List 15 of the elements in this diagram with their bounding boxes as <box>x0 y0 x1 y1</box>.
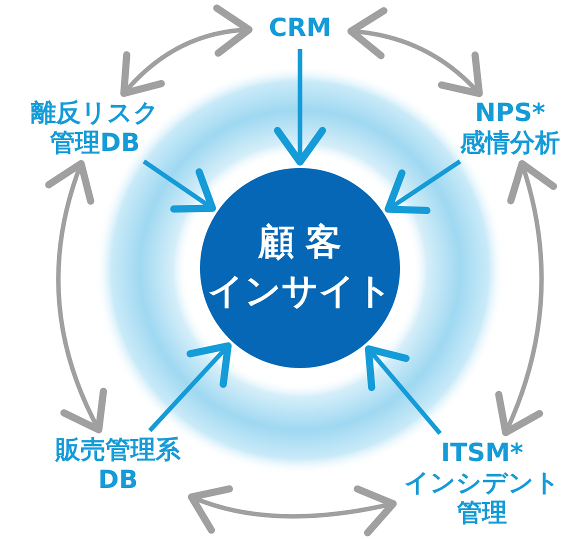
arrow <box>274 49 326 166</box>
double-arrow <box>494 160 556 436</box>
source-label: NPS* 感情分析 <box>445 98 575 158</box>
double-arrow <box>46 160 108 434</box>
double-arrow <box>347 8 483 98</box>
arrow <box>142 160 216 213</box>
source-label: 販売管理系DB <box>50 435 186 495</box>
arrow <box>384 159 462 214</box>
source-label: 離反リスク管理DB <box>27 98 163 158</box>
source-label: CRM <box>255 13 345 43</box>
source-label: ITSM* インシデント管理 <box>399 438 565 528</box>
arrow <box>364 345 442 435</box>
double-arrow <box>120 6 253 97</box>
arrow <box>148 342 232 432</box>
double-arrow <box>188 484 397 536</box>
